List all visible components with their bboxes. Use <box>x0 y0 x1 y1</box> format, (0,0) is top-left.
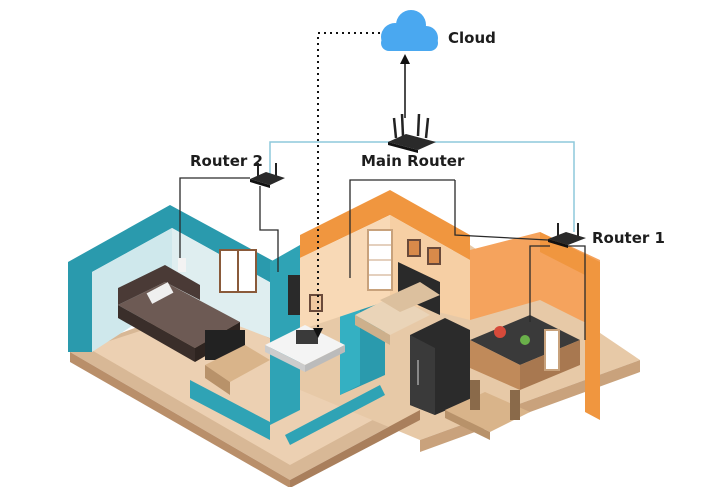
router-1-label: Router 1 <box>592 229 665 247</box>
arrow-down-icon <box>313 328 323 338</box>
router-2-icon <box>250 163 285 188</box>
arrow-up-icon <box>400 54 410 64</box>
router-to-cloud-link <box>400 54 410 118</box>
cloud-label: Cloud <box>448 29 496 47</box>
main-router-label: Main Router <box>361 152 465 170</box>
cables <box>179 177 586 340</box>
main-router-icon <box>388 113 436 153</box>
cloud-to-device-link <box>313 32 380 338</box>
office-furniture <box>205 275 345 395</box>
router-2-label: Router 2 <box>190 152 263 170</box>
cloud-icon <box>381 10 438 51</box>
bedroom-furniture <box>118 258 245 362</box>
router-1-icon <box>548 223 586 248</box>
living-room-furniture <box>355 282 440 345</box>
kitchen-furniture <box>410 315 580 440</box>
wireless-links <box>269 141 575 232</box>
